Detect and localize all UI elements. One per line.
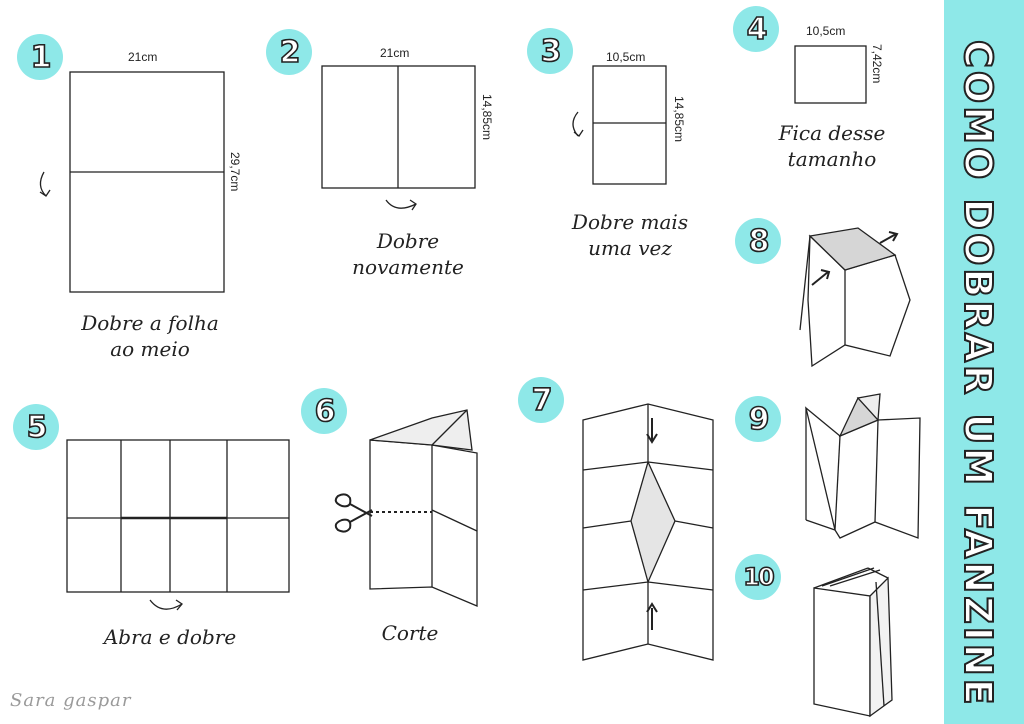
step4-caption-line2: tamanho bbox=[787, 147, 877, 171]
step-badge-4: 4 bbox=[733, 6, 779, 52]
step3-sheet bbox=[592, 65, 667, 185]
step4-caption-line1: Fica desse bbox=[778, 121, 886, 145]
step-badge-5: 5 bbox=[13, 404, 59, 450]
step9-zine bbox=[804, 406, 921, 539]
sidebar-title: COMO DOBRAR UM FANZINE bbox=[955, 39, 1001, 709]
step3-width-label: 10,5cm bbox=[606, 50, 646, 64]
step4-sheet bbox=[794, 45, 867, 104]
step2-caption: Dobre novamente bbox=[308, 228, 508, 280]
step10-booklet bbox=[813, 587, 871, 717]
step1-caption: Dobre a folha ao meio bbox=[40, 310, 260, 362]
step6-caption: Corte bbox=[381, 621, 439, 645]
step-badge-9: 9 bbox=[735, 396, 781, 442]
step1-caption-line1: Dobre a folha bbox=[81, 311, 219, 335]
step2-width-label: 21cm bbox=[380, 46, 410, 60]
step-badge-10: 10 bbox=[735, 554, 781, 600]
step4-caption: Fica desse tamanho bbox=[752, 120, 912, 172]
step7-diamond bbox=[630, 460, 676, 584]
step2-caption-line1: Dobre bbox=[376, 229, 440, 253]
step-badge-7: 7 bbox=[518, 377, 564, 423]
step1-height-label: 29,7cm bbox=[228, 152, 242, 192]
author-signature: Sara gaspar bbox=[10, 690, 132, 711]
step-badge-8: 8 bbox=[735, 218, 781, 264]
step3-caption-line2: uma vez bbox=[588, 236, 672, 260]
step1-sheet bbox=[69, 71, 225, 293]
diagram-drawings bbox=[39, 45, 921, 718]
step-badge-1: 1 bbox=[17, 34, 63, 80]
scissors-icon bbox=[334, 493, 373, 533]
step2-caption-line2: novamente bbox=[352, 255, 464, 279]
step5-sheet bbox=[66, 439, 290, 593]
step3-height-label: 14,85cm bbox=[672, 96, 686, 143]
step4-width-label: 10,5cm bbox=[806, 24, 846, 38]
step1-caption-line2: ao meio bbox=[110, 337, 190, 361]
title-sidebar bbox=[944, 0, 1024, 724]
step-badge-2: 2 bbox=[266, 29, 312, 75]
step5-fold-arrow bbox=[149, 599, 183, 610]
step3-caption-line1: Dobre mais bbox=[571, 210, 689, 234]
step2-height-label: 14,85cm bbox=[480, 94, 494, 141]
step4-height-label: 7,42cm bbox=[870, 44, 884, 84]
step3-caption: Dobre mais uma vez bbox=[540, 209, 720, 261]
step-badge-6: 6 bbox=[301, 388, 347, 434]
step1-width-label: 21cm bbox=[128, 50, 158, 64]
step2-fold-arrow bbox=[385, 199, 417, 209]
step5-caption: Abra e dobre bbox=[103, 625, 237, 649]
step-badge-3: 3 bbox=[527, 28, 573, 74]
